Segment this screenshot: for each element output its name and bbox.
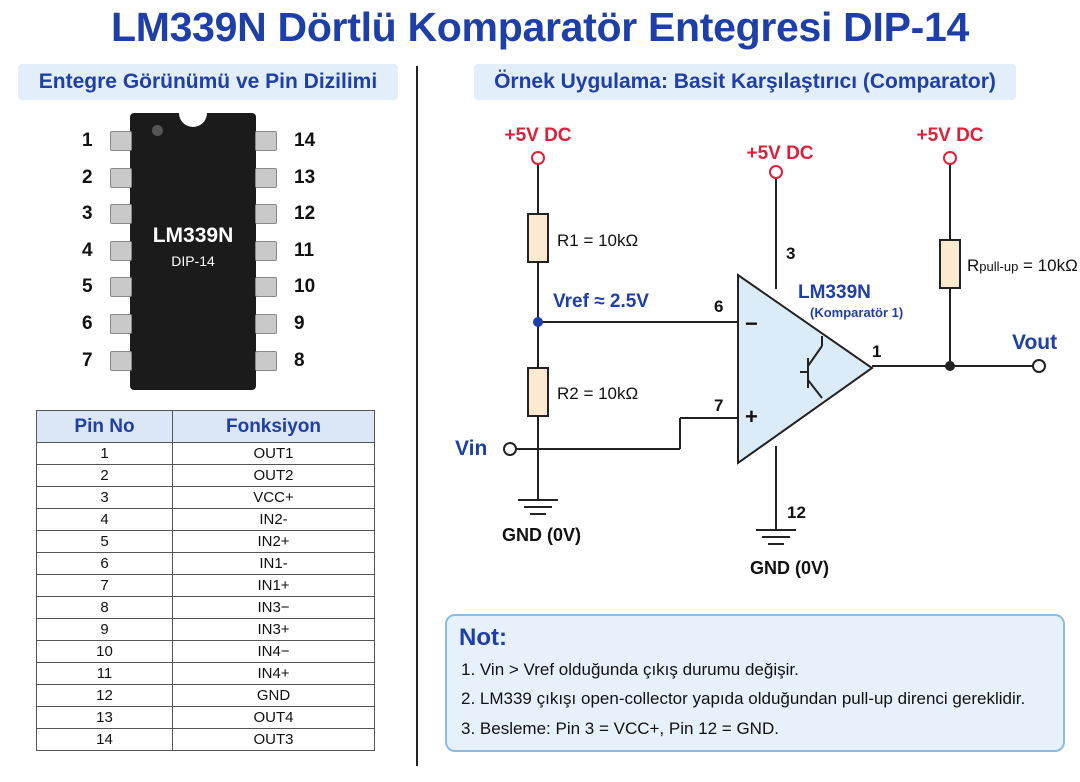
label-ic-name: LM339N: [798, 282, 871, 303]
note-box: Not: 1. Vin > Vref olduğunda çıkış durum…: [445, 614, 1065, 752]
terminal-vin: [503, 442, 517, 456]
label-inverting: −: [745, 311, 758, 336]
page-title: LM339N Dörtlü Komparatör Entegresi DIP-1…: [111, 4, 969, 50]
chip-pin-number-left: 4: [82, 239, 93, 261]
label-vin: Vin: [455, 437, 487, 460]
terminal-vout: [1032, 359, 1046, 373]
transistor-emitter: [807, 379, 823, 399]
transistor-collector: [807, 345, 823, 367]
terminal-5v-right: [943, 151, 957, 165]
section-divider: [416, 66, 418, 766]
chip-pin-number-right: 12: [294, 203, 316, 225]
label-vout: Vout: [1012, 331, 1057, 354]
resistor-r1: [527, 213, 549, 263]
terminal-5v-left: [531, 151, 545, 165]
chip-pin-number-right: 8: [294, 349, 305, 371]
pin-number-cell: 13: [36, 706, 173, 729]
node-vref: [533, 317, 543, 327]
node-output: [945, 361, 955, 371]
chip-lead-right: [255, 240, 277, 261]
chip-pin-number-right: 11: [294, 239, 315, 261]
resistor-r2: [527, 367, 549, 417]
chip-lead-right: [255, 167, 277, 188]
label-rpullup: Rpull-up = 10kΩ: [967, 256, 1078, 275]
chip-pin-number-left: 7: [82, 349, 93, 371]
label-5v-mid: +5V DC: [746, 143, 813, 164]
chip-lead-left: [110, 277, 132, 298]
pin-function-cell: OUT3: [172, 728, 375, 751]
left-section-header: Entegre Görünümü ve Pin Dizilimi: [18, 64, 398, 100]
chip-package-label: DIP-14: [171, 253, 215, 269]
pin-table-header-function: Fonksiyon: [172, 410, 375, 443]
chip-pin-number-left: 1: [82, 130, 93, 151]
label-pin3: 3: [786, 244, 795, 263]
chip-lead-left: [110, 314, 132, 334]
label-gnd-left: GND (0V): [502, 525, 581, 545]
chip-lead-right: [255, 131, 277, 151]
resistor-pullup: [939, 239, 961, 289]
chip-lead-right: [255, 350, 277, 371]
label-pin1: 1: [872, 342, 881, 361]
chip-pin-number-right: 14: [294, 130, 316, 151]
pin-table-header-pin: Pin No: [36, 410, 173, 443]
pin-function-cell: OUT4: [172, 706, 375, 729]
label-noninverting: +: [745, 404, 758, 429]
chip-lead-right: [255, 314, 277, 334]
chip-pin-number-left: 3: [82, 203, 93, 225]
pin-number-cell: 14: [36, 728, 173, 751]
note-item-2: 2. LM339 çıkışı open-collector yapıda ol…: [461, 689, 1026, 708]
chip-pin-number-right: 9: [294, 313, 305, 334]
label-ic-sub: (Komparatör 1): [810, 305, 903, 320]
label-r2: R2 = 10kΩ: [557, 384, 638, 403]
chip-lead-left: [110, 204, 132, 225]
label-r1: R1 = 10kΩ: [557, 231, 638, 250]
label-vref: Vref ≈ 2.5V: [553, 291, 649, 312]
note-item-3: 3. Besleme: Pin 3 = VCC+, Pin 12 = GND.: [461, 719, 779, 738]
label-5v-left: +5V DC: [504, 125, 571, 146]
chip-pin-number-left: 6: [82, 313, 93, 334]
note-title: Not:: [459, 624, 507, 651]
label-5v-right: +5V DC: [916, 125, 983, 146]
pin1-dot: [152, 125, 163, 136]
chip-lead-left: [110, 131, 132, 151]
chip-lead-right: [255, 277, 277, 298]
ic-chip: LM339N DIP-14: [130, 111, 256, 390]
chip-pin-number-right: 10: [294, 276, 316, 298]
chip-lead-left: [110, 350, 132, 371]
label-pin6: 6: [714, 297, 723, 316]
chip-pin-number-left: 5: [82, 276, 93, 298]
chip-notch: [179, 111, 207, 127]
chip-lead-left: [110, 240, 132, 261]
label-gnd-mid: GND (0V): [750, 558, 829, 578]
note-item-1: 1. Vin > Vref olduğunda çıkış durumu değ…: [461, 660, 799, 679]
chip-label: LM339N: [152, 224, 234, 247]
pin-function-cell: GND: [172, 684, 375, 707]
pin-function-cell: IN1+: [172, 574, 375, 597]
terminal-5v-mid: [769, 165, 783, 179]
opamp-triangle: [737, 273, 874, 465]
chip-pin-number-left: 2: [82, 166, 93, 188]
chip-lead-right: [255, 204, 277, 225]
label-pin12: 12: [787, 503, 806, 522]
label-pin7: 7: [714, 396, 723, 415]
right-section-header: Örnek Uygulama: Basit Karşılaştırıcı (Co…: [474, 64, 1016, 100]
chip-lead-left: [110, 167, 132, 188]
chip-pin-number-right: 13: [294, 166, 316, 188]
